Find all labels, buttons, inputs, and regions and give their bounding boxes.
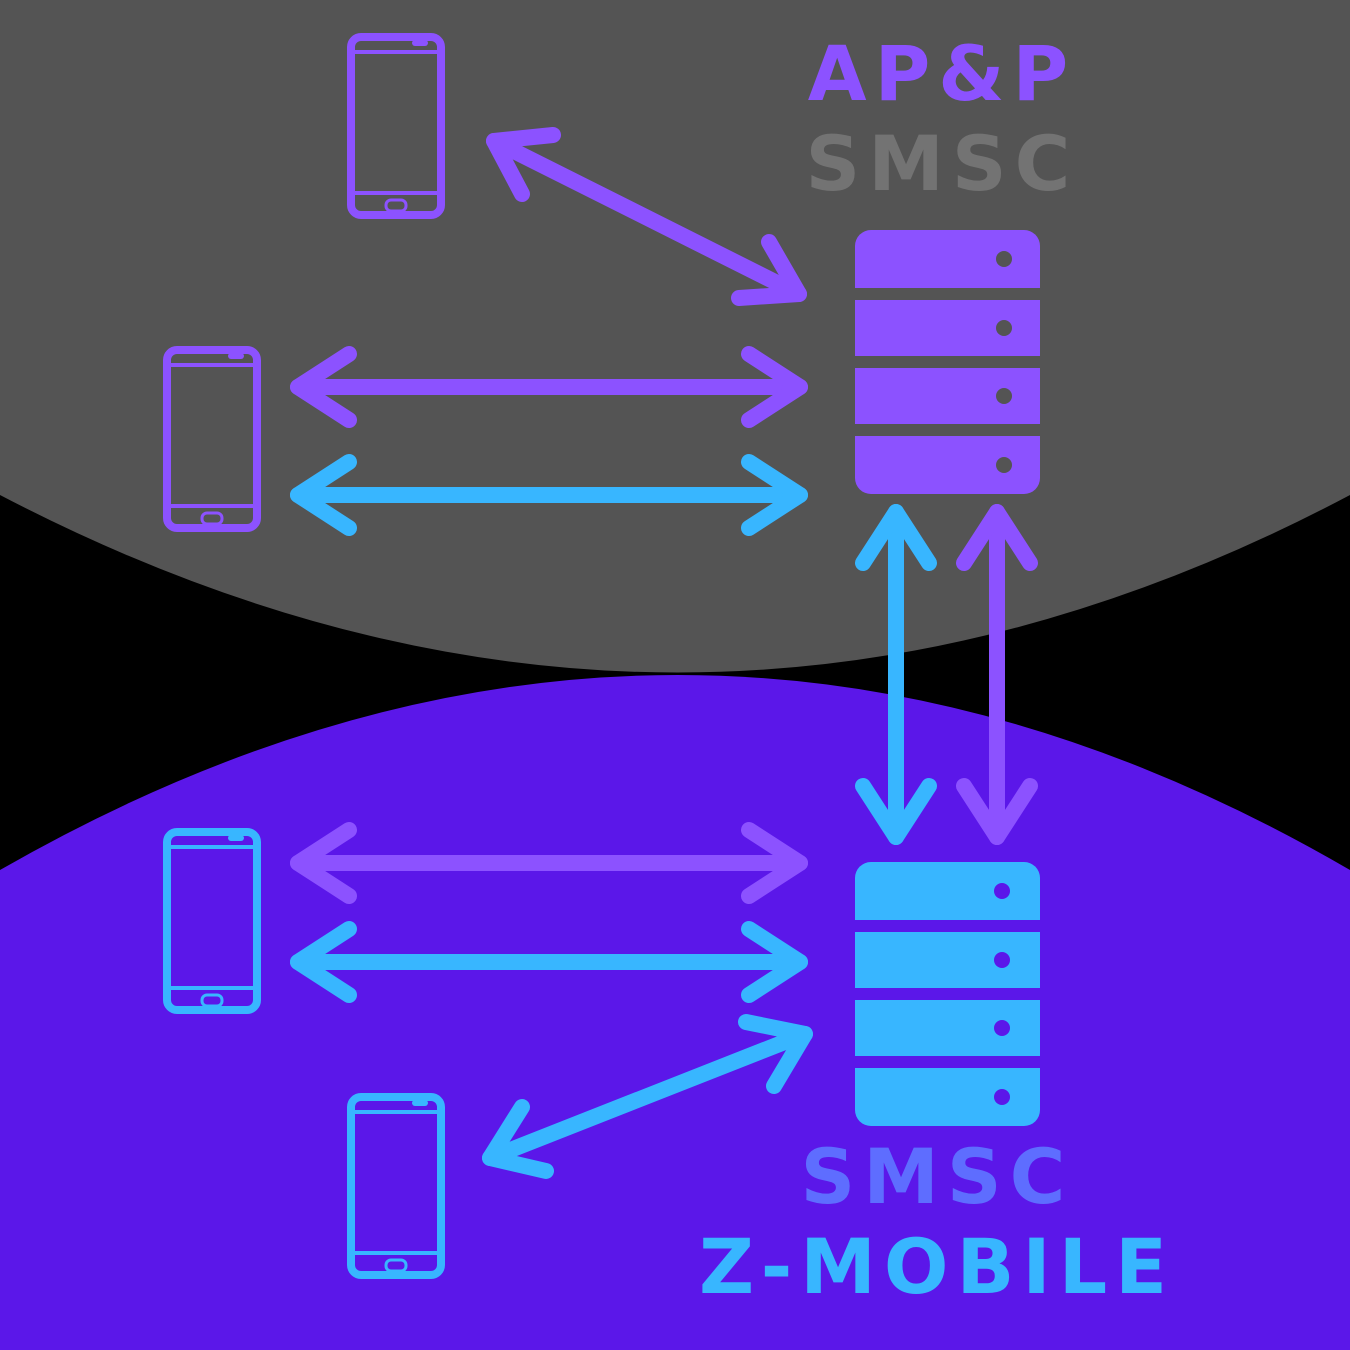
top-network-title-line1: AP&P xyxy=(808,29,1077,118)
bottom-network-title-line2: Z-MOBILE xyxy=(699,1222,1175,1311)
smartphone-icon xyxy=(347,33,445,219)
smartphone-icon xyxy=(163,828,261,1014)
double-arrow xyxy=(855,504,937,845)
smartphone-icon xyxy=(347,1093,445,1279)
top-network-region xyxy=(0,0,1350,673)
bottom-network-title-line1: SMSC xyxy=(801,1132,1074,1221)
double-arrow xyxy=(956,504,1038,845)
double-arrow xyxy=(482,1014,813,1179)
double-arrow xyxy=(290,454,808,536)
server-rack-icon xyxy=(855,230,1040,494)
double-arrow xyxy=(486,127,807,306)
double-arrow xyxy=(290,346,808,428)
server-rack-icon xyxy=(855,862,1040,1126)
double-arrow xyxy=(290,822,808,904)
double-arrow xyxy=(290,921,808,1003)
smartphone-icon xyxy=(163,346,261,532)
top-network-title-line2: SMSC xyxy=(806,119,1079,208)
